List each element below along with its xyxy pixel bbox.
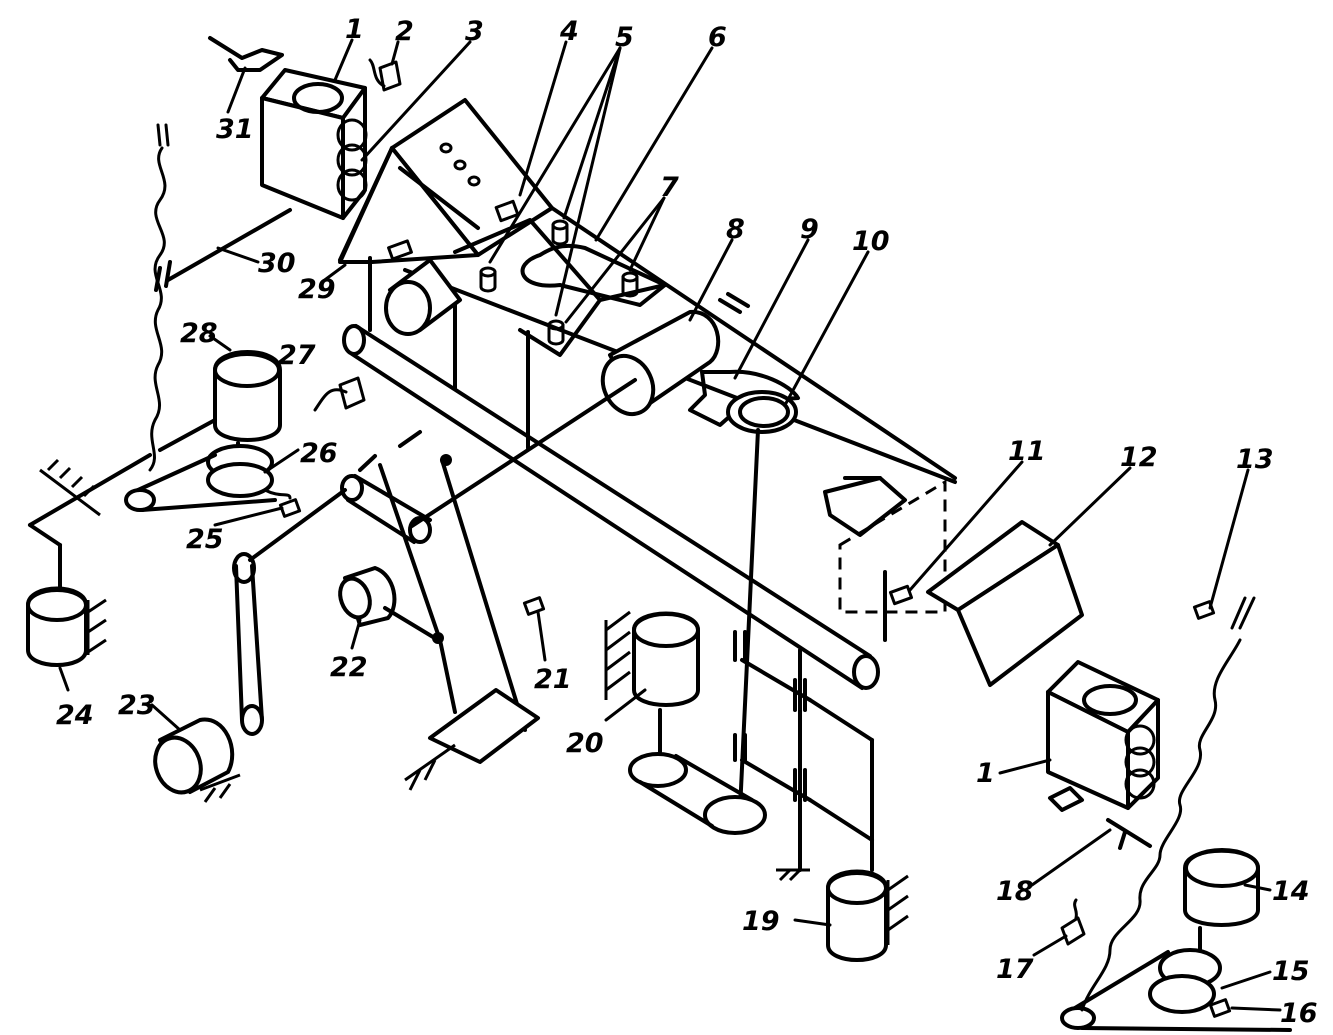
- label-25: 25: [186, 524, 224, 555]
- label-19: 19: [742, 906, 780, 937]
- label-30: 30: [258, 248, 296, 279]
- label-18: 18: [996, 876, 1034, 907]
- label-10: 10: [852, 226, 890, 257]
- label-2: 2: [395, 16, 414, 47]
- component-26-belt-drive: [124, 444, 292, 512]
- label-17: 17: [996, 954, 1034, 985]
- component-19-motor: [826, 869, 909, 962]
- label-23: 23: [118, 690, 156, 721]
- component-30-rod: [154, 208, 292, 292]
- component-8-drum: [600, 292, 750, 417]
- component-20-motor: [604, 610, 700, 754]
- label-12: 12: [1120, 442, 1158, 473]
- component-16-sensor: [1208, 998, 1232, 1018]
- label-5: 5: [615, 22, 634, 53]
- label-4: 4: [559, 16, 579, 47]
- label-7: 7: [660, 172, 679, 203]
- component-29-drive-roller: [384, 239, 462, 336]
- label-22: 22: [330, 652, 368, 683]
- label-11: 11: [1008, 436, 1046, 467]
- component-20-belt: [628, 752, 767, 835]
- component-14-motor: [1183, 848, 1260, 957]
- component-4-loading-hopper: [338, 98, 554, 264]
- component-27-sensor: [313, 376, 366, 412]
- component-31-chute: [208, 36, 284, 72]
- component-1-bottom: [1046, 660, 1160, 812]
- linkage-mechanism: [248, 378, 637, 791]
- component-11-sensor: [888, 584, 914, 606]
- label-13: 13: [1236, 444, 1274, 475]
- label-21: 21: [534, 664, 572, 695]
- flexible-shaft-left: [148, 123, 170, 472]
- component-28-motor: [158, 350, 282, 457]
- component-23-motor: [153, 552, 264, 803]
- component-22-cylinder: [338, 566, 440, 642]
- component-15-belt-drive: [1060, 948, 1292, 1032]
- component-21-sensor: [522, 596, 546, 616]
- gear-train: [733, 630, 874, 882]
- component-5-sensors: [479, 219, 639, 346]
- label-16: 16: [1280, 998, 1318, 1029]
- output-tray: [823, 476, 907, 537]
- component-24-motor-mount: [26, 453, 152, 667]
- label-28: 28: [180, 318, 218, 349]
- label-29: 29: [298, 274, 336, 305]
- leader-lines: [58, 38, 1282, 1012]
- label-20: 20: [566, 728, 604, 759]
- component-18-shaft: [1106, 818, 1152, 850]
- component-7-slot-plate: [453, 218, 667, 357]
- label-14: 14: [1272, 876, 1310, 907]
- label-8: 8: [726, 214, 745, 245]
- label-26: 26: [300, 438, 338, 469]
- component-25-sensor: [278, 498, 302, 518]
- label-31: 31: [216, 114, 254, 145]
- label-15: 15: [1272, 956, 1310, 987]
- flexible-shaft-right: [1080, 596, 1256, 1012]
- component-17-sensor: [1060, 898, 1086, 946]
- component-1-top: [260, 68, 368, 220]
- label-24: 24: [56, 700, 94, 731]
- label-1-top: 1: [345, 14, 364, 45]
- label-1-bottom: 1: [976, 758, 995, 789]
- label-3: 3: [465, 16, 484, 47]
- label-9: 9: [800, 214, 819, 245]
- label-27: 27: [278, 340, 316, 371]
- component-2-sensor: [368, 58, 402, 92]
- component-12-collector-box: [926, 520, 1084, 687]
- label-6: 6: [708, 22, 727, 53]
- part-number-labels: 1 2 3 4 5 6 7 8 9 10 11 12 13 14 15 16 1…: [56, 14, 1318, 1029]
- main-belt: [342, 324, 880, 690]
